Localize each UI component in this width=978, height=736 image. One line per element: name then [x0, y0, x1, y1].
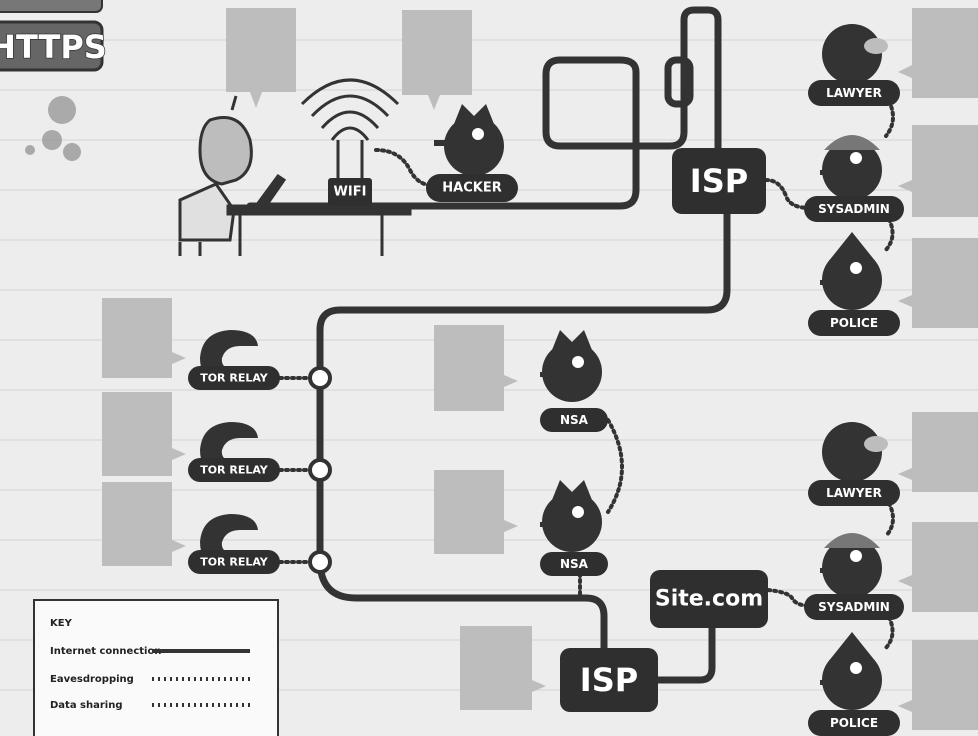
lawyer-bottom-label-box — [808, 480, 900, 506]
speech-bubble-tail — [898, 575, 912, 587]
lawyer-top-label: LAWYER — [826, 86, 882, 100]
speech-bubble — [102, 482, 172, 566]
speech-bubble-tail — [504, 375, 518, 387]
nsa-top-label-box — [540, 408, 608, 432]
wifi-label: WIFI — [334, 185, 367, 200]
site-label: Site.com — [655, 587, 763, 612]
sysadmin-bottom-label-box — [804, 594, 904, 620]
dotted-isp-sysadmin — [764, 178, 812, 210]
speech-bubble-tail — [250, 92, 262, 108]
isp-bottom-label: ISP — [580, 661, 638, 699]
police-bottom-label-box — [808, 710, 900, 736]
speech-bubbles — [102, 8, 978, 730]
legend: KEY Internet connection Eavesdropping Da… — [33, 599, 279, 736]
legend-internet-connection: Internet connection — [50, 646, 161, 657]
speech-bubble-tail — [504, 520, 518, 532]
speech-bubble — [434, 325, 504, 411]
speech-bubble-tail — [532, 680, 546, 692]
https-badge-text: HTTPS — [0, 28, 107, 66]
speech-bubble-tail — [898, 700, 912, 712]
legend-data-sharing: Data sharing — [50, 700, 123, 711]
scribble-icon — [25, 96, 81, 161]
legend-title: KEY — [50, 618, 73, 629]
speech-bubble-tail — [172, 540, 186, 552]
isp-top-label: ISP — [690, 162, 748, 200]
speech-bubble — [912, 238, 978, 328]
junction-node — [308, 366, 332, 390]
speech-bubble — [402, 10, 472, 95]
relay-junctions — [308, 366, 332, 574]
police-bottom-label: POLICE — [830, 716, 878, 730]
hacker-observer-icon — [434, 104, 504, 176]
speech-bubble — [912, 640, 978, 730]
sysadmin-bottom-label: SYSADMIN — [818, 600, 890, 614]
speech-bubble — [460, 626, 532, 710]
police-top-label-box — [808, 310, 900, 336]
dotted-lawyer-sysadmin — [884, 94, 895, 138]
nsa-top-label: NSA — [560, 413, 589, 427]
person-at-laptop-icon — [178, 95, 412, 256]
junction-node — [308, 458, 332, 482]
sysadmin-top-label: SYSADMIN — [818, 202, 890, 216]
tor-relay-3-label: TOR RELAY — [200, 556, 269, 569]
lawyer-top-observer-icon — [822, 24, 888, 84]
eavesdropping-lines — [278, 94, 895, 652]
dotted-nsa-nsa — [606, 418, 624, 514]
connection-laptop-to-isp — [246, 6, 722, 210]
sysadmin-bottom-observer-icon — [820, 533, 882, 598]
nsa-bottom-label: NSA — [560, 557, 589, 571]
dotted-wifi-hacker — [374, 148, 438, 188]
speech-bubble-tail — [172, 448, 186, 460]
police-top-observer-icon — [820, 232, 882, 310]
nsa-top-observer-icon — [540, 330, 602, 402]
legend-eavesdropping: Eavesdropping — [50, 674, 134, 685]
tor-relay-2-label: TOR RELAY — [200, 464, 269, 477]
speech-bubble-tail — [172, 352, 186, 364]
tor-relay-2-label-box — [188, 458, 280, 482]
wifi-router-icon — [300, 78, 400, 178]
police-bottom-observer-icon — [820, 632, 882, 710]
speech-bubble-tail — [898, 295, 912, 307]
hacker-label-box — [426, 174, 518, 202]
speech-bubble-tail — [428, 95, 440, 110]
dotted-site-sysadmin — [766, 588, 814, 608]
speech-bubble — [912, 8, 978, 98]
speech-bubble — [912, 125, 978, 217]
tor-relay-3-label-box — [188, 550, 280, 574]
speech-bubble-tail — [898, 65, 912, 78]
isp-bottom-box — [560, 648, 658, 712]
connection-loop — [664, 56, 694, 108]
https-badge: HTTPS — [0, 0, 108, 72]
tor-relay-1-label-box — [188, 366, 280, 390]
connection-isp-to-site — [653, 624, 716, 684]
speech-bubble — [226, 8, 296, 92]
nsa-bottom-observer-icon — [540, 480, 602, 552]
speech-bubble-tail — [898, 468, 912, 480]
nsa-bottom-label-box — [540, 552, 608, 576]
hacker-label: HACKER — [442, 181, 501, 196]
sysadmin-top-label-box — [804, 196, 904, 222]
lawyer-bottom-observer-icon — [822, 422, 888, 482]
junction-node — [308, 550, 332, 574]
speech-bubble — [102, 298, 172, 378]
isp-top-box — [672, 148, 766, 214]
lawyer-top-label-box — [808, 80, 900, 106]
police-top-label: POLICE — [830, 316, 878, 330]
sysadmin-top-observer-icon — [820, 135, 882, 200]
speech-bubble — [912, 412, 978, 492]
site-box — [650, 570, 768, 628]
speech-bubble — [102, 392, 172, 476]
speech-bubble-tail — [898, 180, 912, 192]
tor-relay-1-label: TOR RELAY — [200, 372, 269, 385]
speech-bubble — [912, 522, 978, 612]
speech-bubble — [434, 470, 504, 554]
wifi-label-box — [328, 178, 372, 206]
lawyer-bottom-label: LAWYER — [826, 486, 882, 500]
